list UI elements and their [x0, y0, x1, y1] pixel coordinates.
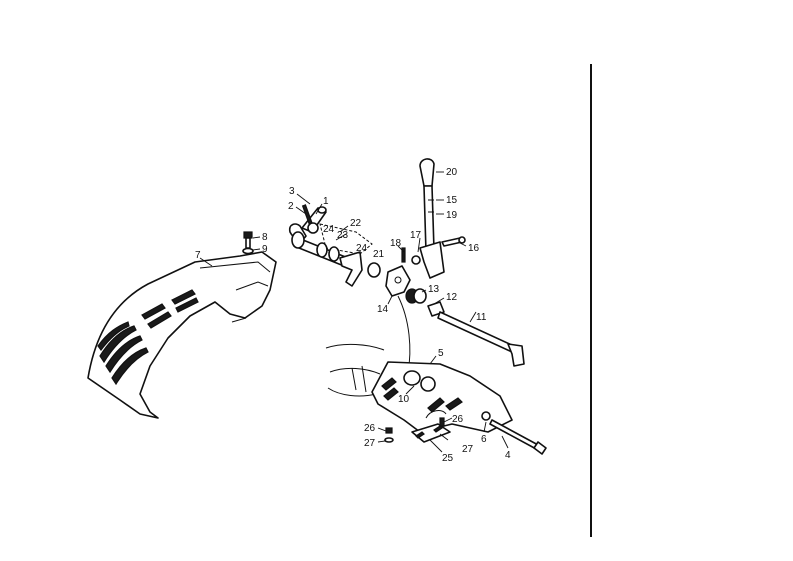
- leader-lines: [199, 171, 509, 453]
- callout-7: 7: [195, 250, 201, 261]
- callout-27-right: 27: [462, 444, 474, 455]
- bolt-4: [489, 419, 547, 455]
- shift-rod-11: [437, 311, 525, 367]
- callout-12: 12: [446, 292, 458, 303]
- callout-8: 8: [262, 232, 268, 243]
- shift-shaft-assembly: [291, 223, 381, 287]
- callout-24-upper: 24: [323, 224, 335, 235]
- callout-4: 4: [505, 450, 511, 461]
- callout-5: 5: [438, 348, 444, 359]
- callout-6: 6: [481, 434, 487, 445]
- callout-3: 3: [289, 186, 295, 197]
- callout-21: 21: [373, 249, 385, 260]
- callout-20: 20: [446, 167, 458, 178]
- clip-pin-17-18: [401, 247, 421, 265]
- callout-25: 25: [442, 453, 454, 464]
- callout-1: 1: [323, 196, 329, 207]
- callout-15: 15: [446, 195, 458, 206]
- callout-23: 23: [337, 230, 349, 241]
- bolt-washer-8-9: [242, 231, 254, 255]
- link-wire: [397, 295, 411, 373]
- fender-cover-part: [87, 251, 277, 419]
- gear-lever-assembly: [419, 158, 466, 279]
- guide-block-14: [385, 265, 411, 297]
- frame-outline-sketch: [325, 343, 385, 397]
- callout-26-left: 26: [364, 423, 376, 434]
- callout-14: 14: [377, 304, 389, 315]
- callout-16: 16: [468, 243, 480, 254]
- callout-10: 10: [398, 394, 410, 405]
- callout-22: 22: [350, 218, 362, 229]
- callout-18: 18: [390, 238, 402, 249]
- callout-labels: 1 2 3 4 5 6 7 8 9 10 11 12 13 14 15 16 1…: [195, 167, 511, 464]
- callout-19: 19: [446, 210, 458, 221]
- callout-2: 2: [288, 201, 294, 212]
- callout-17: 17: [410, 230, 422, 241]
- callout-24-lower: 24: [356, 243, 368, 254]
- callout-27-left: 27: [364, 438, 376, 449]
- callout-11: 11: [476, 312, 487, 323]
- callout-13: 13: [428, 284, 440, 295]
- callout-26-right: 26: [452, 414, 464, 425]
- callout-9: 9: [262, 244, 268, 255]
